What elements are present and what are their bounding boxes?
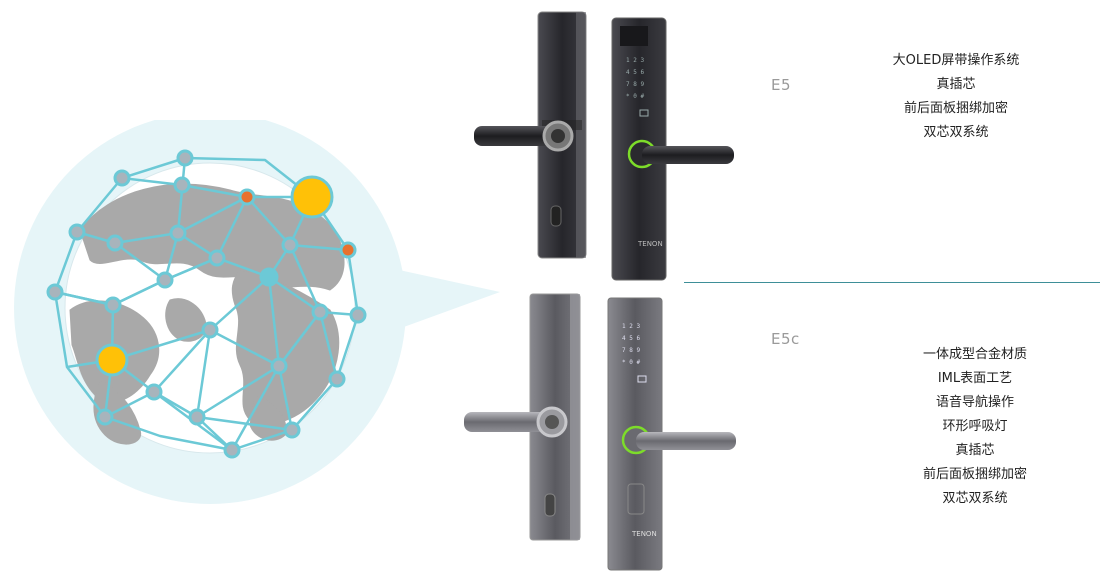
svg-text:4 5 6: 4 5 6 — [626, 69, 644, 76]
e5c-model-label: E5c — [771, 330, 800, 348]
e5-lock-image: 1 2 3 4 5 6 7 8 9 * 0 # TENON — [470, 10, 740, 285]
node — [290, 175, 334, 219]
feature-item: 环形呼吸灯 — [942, 419, 1008, 434]
node — [173, 176, 191, 194]
node — [208, 249, 226, 267]
node — [176, 149, 194, 167]
e5c-lock-image: 1 2 3 4 5 6 7 8 9 * 0 # TENON — [462, 288, 744, 578]
node — [281, 236, 299, 254]
feature-item: 语音导航操作 — [935, 395, 1014, 410]
node — [68, 223, 86, 241]
svg-text:7 8 9: 7 8 9 — [626, 81, 644, 88]
node — [188, 408, 206, 426]
e5c-brand-logo: TENON — [631, 530, 657, 538]
e5-feature-list: 大OLED屏带操作系统 真插芯 前后面板捆绑加密 双芯双系统 — [856, 49, 1056, 145]
node — [328, 370, 346, 388]
node — [145, 383, 163, 401]
feature-item: 前后面板捆绑加密 — [903, 101, 1008, 116]
network-globe-illustration — [0, 112, 520, 510]
globe-svg — [14, 112, 500, 504]
node — [104, 296, 122, 314]
feature-item: 双芯双系统 — [942, 491, 1008, 506]
node — [339, 241, 357, 259]
node — [349, 306, 367, 324]
node — [311, 303, 329, 321]
svg-text:* 0 #: * 0 # — [626, 93, 644, 100]
node — [95, 343, 129, 377]
section-divider — [684, 282, 1100, 283]
node — [259, 267, 279, 287]
node — [201, 321, 219, 339]
node — [106, 234, 124, 252]
node — [238, 188, 256, 206]
speech-bubble — [390, 268, 500, 332]
node — [156, 271, 174, 289]
feature-item: 真插芯 — [955, 443, 995, 458]
svg-text:7 8 9: 7 8 9 — [622, 347, 640, 354]
feature-item: 前后面板捆绑加密 — [922, 467, 1027, 482]
svg-text:4 5 6: 4 5 6 — [622, 335, 640, 342]
feature-item: 真插芯 — [936, 77, 976, 92]
feature-item: 大OLED屏带操作系统 — [892, 53, 1020, 68]
svg-text:1 2 3: 1 2 3 — [622, 323, 640, 330]
feature-item: IML表面工艺 — [937, 371, 1013, 386]
e5-model-label: E5 — [771, 76, 792, 94]
svg-text:* 0 #: * 0 # — [622, 359, 640, 366]
feature-item: 双芯双系统 — [923, 125, 989, 140]
node — [283, 421, 301, 439]
node — [270, 357, 288, 375]
node — [223, 441, 241, 459]
e5c-feature-list: 一体成型合金材质 IML表面工艺 语音导航操作 环形呼吸灯 真插芯 前后面板捆绑… — [875, 343, 1075, 511]
node — [113, 169, 131, 187]
node — [169, 224, 187, 242]
node — [46, 283, 64, 301]
feature-item: 一体成型合金材质 — [922, 347, 1027, 362]
node — [96, 408, 114, 426]
e5-brand-logo: TENON — [637, 240, 663, 248]
svg-text:1 2 3: 1 2 3 — [626, 57, 644, 64]
network-nodes — [46, 149, 367, 459]
